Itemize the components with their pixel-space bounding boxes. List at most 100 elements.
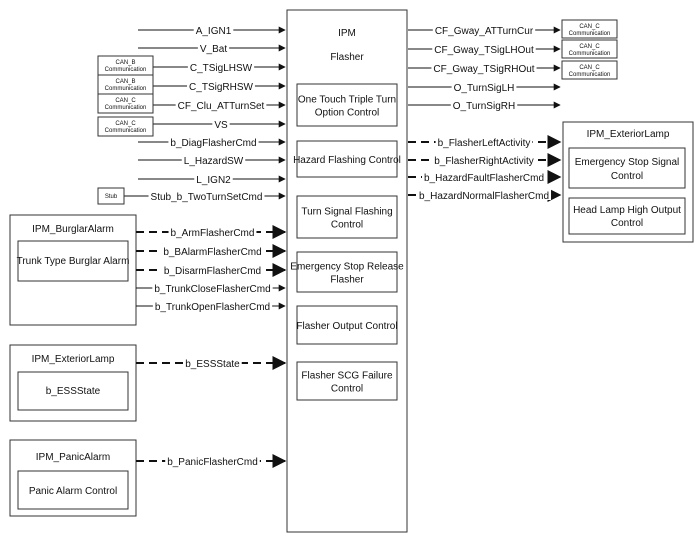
input-source-label: CAN_B bbox=[115, 79, 135, 85]
input-source-label: CAN_B bbox=[115, 60, 135, 66]
input-source-label: Communication bbox=[105, 105, 147, 111]
exterior-lamp-right-inner1-line1: Emergency Stop Signal bbox=[575, 157, 680, 168]
input-signal-label: b_DisarmFlasherCmd bbox=[164, 266, 261, 277]
input-signals: A_IGN1V_BatC_TSigLHSWCAN_BCommunicationC… bbox=[97, 23, 287, 468]
input-signal-label: b_ESSState bbox=[185, 359, 240, 370]
ipm-function-block-label: Option Control bbox=[315, 108, 379, 119]
output-signal-label: CF_Gway_TSigLHOut bbox=[434, 45, 534, 56]
burglar-alarm-inner: Trunk Type Burglar Alarm bbox=[17, 256, 130, 267]
input-signal: L_IGN2 bbox=[138, 172, 286, 186]
output-signal-label: b_HazardNormalFlasherCmd bbox=[419, 191, 549, 202]
input-signal-label: b_TrunkCloseFlasherCmd bbox=[154, 284, 270, 295]
input-signal: b_TrunkCloseFlasherCmd bbox=[136, 281, 286, 295]
exterior-lamp-right-inner1-line2: Control bbox=[611, 171, 643, 182]
input-source-label: Communication bbox=[105, 67, 147, 73]
ipm-function-block: Flasher Output Control bbox=[296, 305, 398, 345]
input-signal-label: b_PanicFlasherCmd bbox=[167, 457, 258, 468]
exterior-lamp-right-title: IPM_ExteriorLamp bbox=[587, 129, 670, 140]
output-destination-label: CAN_C bbox=[579, 65, 600, 71]
ipm-subtitle: Flasher bbox=[330, 52, 364, 63]
ipm-title: IPM bbox=[338, 28, 356, 39]
output-destination-label: CAN_C bbox=[579, 24, 600, 30]
output-signal-label: O_TurnSigRH bbox=[453, 101, 515, 112]
exterior-lamp-left-module: IPM_ExteriorLamp b_ESSState bbox=[9, 344, 137, 422]
ipm-function-block-label: One Touch Triple Turn bbox=[298, 95, 396, 106]
ipm-function-block-label: Emergency Stop Release bbox=[290, 262, 404, 273]
ipm-function-block-label: Flasher SCG Failure bbox=[301, 371, 393, 382]
input-signal-label: b_ArmFlasherCmd bbox=[171, 228, 255, 239]
output-signal: b_FlasherRightActivity bbox=[408, 153, 562, 167]
input-signal: b_TrunkOpenFlasherCmd bbox=[136, 299, 286, 313]
input-signal: b_BAlarmFlasherCmd bbox=[136, 244, 287, 258]
input-signal-label: L_HazardSW bbox=[184, 156, 244, 167]
input-signal-label: b_DiagFlasherCmd bbox=[170, 138, 256, 149]
input-signal: b_ArmFlasherCmd bbox=[136, 225, 287, 239]
input-source-label: Communication bbox=[105, 86, 147, 92]
output-signal-label: b_HazardFaultFlasherCmd bbox=[424, 173, 544, 184]
input-signal: V_Bat bbox=[138, 41, 286, 55]
burglar-alarm-title: IPM_BurglarAlarm bbox=[32, 224, 114, 235]
input-source-box: Stub bbox=[97, 187, 125, 205]
ipm-function-block-label: Control bbox=[331, 384, 363, 395]
ipm-function-block-label: Flasher Output Control bbox=[296, 321, 397, 332]
input-signal-label: Stub_b_TwoTurnSetCmd bbox=[151, 192, 263, 203]
input-signal-label: A_IGN1 bbox=[196, 26, 232, 37]
output-signal-label: CF_Gway_ATTurnCur bbox=[435, 26, 534, 37]
input-signal: b_DiagFlasherCmd bbox=[138, 135, 286, 149]
panic-alarm-inner: Panic Alarm Control bbox=[29, 486, 117, 497]
ipm-function-block-label: Turn Signal Flashing bbox=[301, 207, 392, 218]
ipm-function-block: Hazard Flashing Control bbox=[293, 140, 401, 178]
output-signal: O_TurnSigLH bbox=[408, 80, 561, 94]
ipm-function-block-label: Flasher bbox=[330, 275, 364, 286]
input-source-label: Stub bbox=[105, 194, 118, 200]
output-signal: O_TurnSigRH bbox=[408, 98, 561, 112]
input-source-label: CAN_C bbox=[115, 121, 136, 127]
output-signal: b_HazardFaultFlasherCmd bbox=[408, 170, 562, 184]
input-source-label: Communication bbox=[105, 128, 147, 134]
input-signal: L_HazardSW bbox=[138, 153, 286, 167]
exterior-lamp-right-module: IPM_ExteriorLamp Emergency Stop Signal C… bbox=[562, 121, 694, 243]
input-signal-label: C_TSigLHSW bbox=[190, 63, 253, 74]
input-signal-label: b_TrunkOpenFlasherCmd bbox=[155, 302, 270, 313]
panic-alarm-title: IPM_PanicAlarm bbox=[36, 452, 110, 463]
output-signal-label: b_FlasherRightActivity bbox=[434, 156, 533, 167]
ipm-function-block-label: Hazard Flashing Control bbox=[293, 155, 401, 166]
exterior-lamp-right-inner2-line1: Head Lamp High Output bbox=[573, 205, 681, 216]
input-signal: b_DisarmFlasherCmd bbox=[136, 263, 287, 277]
output-signal: b_FlasherLeftActivity bbox=[408, 135, 562, 149]
exterior-lamp-left-title: IPM_ExteriorLamp bbox=[32, 354, 115, 365]
input-signal-label: V_Bat bbox=[200, 44, 227, 55]
input-source-label: CAN_C bbox=[115, 98, 136, 104]
burglar-alarm-module: IPM_BurglarAlarm Trunk Type Burglar Alar… bbox=[9, 214, 137, 326]
input-signal-label: L_IGN2 bbox=[196, 175, 231, 186]
input-signal-label: CF_Clu_ATTurnSet bbox=[178, 101, 265, 112]
input-signal: Stub_b_TwoTurnSetCmd Stub bbox=[97, 187, 286, 205]
input-signal: A_IGN1 bbox=[138, 23, 286, 37]
output-destination-label: Communication bbox=[569, 31, 611, 37]
input-signal-label: C_TSigRHSW bbox=[189, 82, 253, 93]
output-signal-label: CF_Gway_TSigRHOut bbox=[433, 64, 534, 75]
input-signal-label: VS bbox=[214, 120, 228, 131]
exterior-lamp-left-inner: b_ESSState bbox=[46, 386, 101, 397]
ipm-function-block-label: Control bbox=[331, 220, 363, 231]
